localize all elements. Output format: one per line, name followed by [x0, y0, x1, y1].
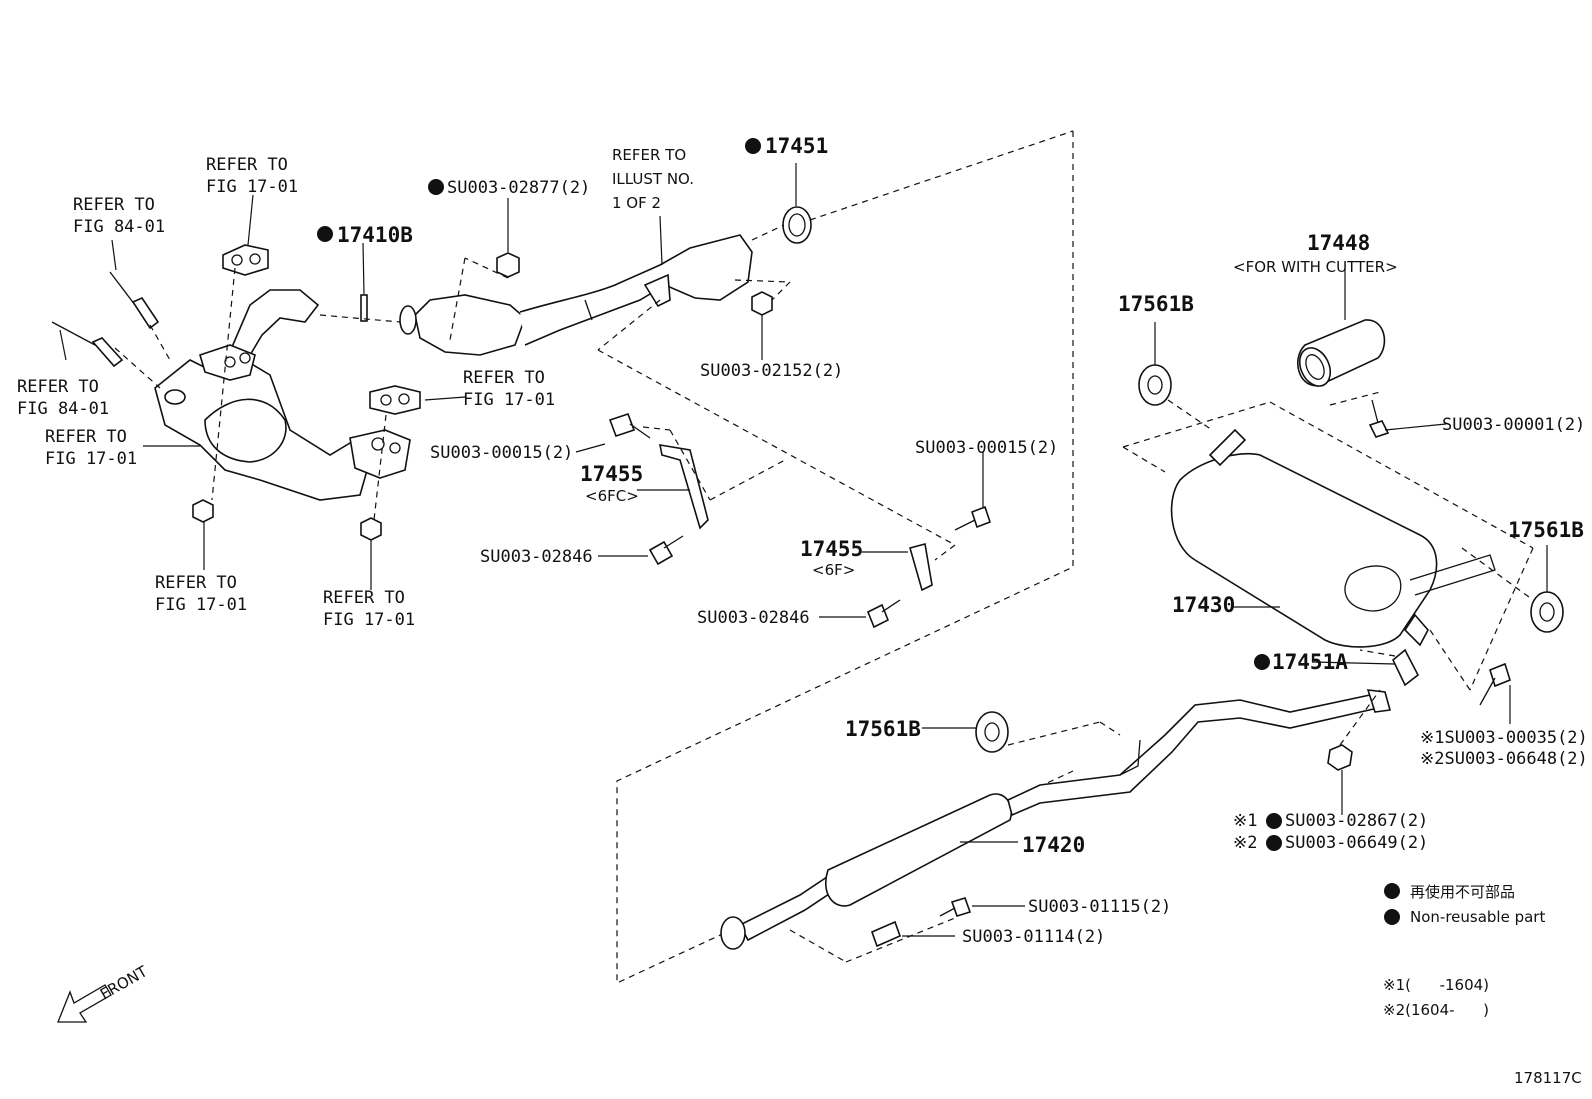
callout-su003-02867: SU003-02867(2)	[1285, 811, 1428, 831]
refer-fig1701-top-line1: REFER TO	[206, 155, 288, 175]
callout-su003-02846-right: SU003-02846	[697, 608, 810, 628]
callout-17561b-mid: 17561B	[845, 717, 921, 741]
callout-su003-06649: SU003-06649(2)	[1285, 833, 1428, 853]
non-reusable-markers	[317, 138, 1400, 925]
refer-illust-line2: ILLUST NO.	[612, 170, 694, 188]
front-label: FRONT	[97, 962, 151, 1004]
muffler-17430	[1170, 428, 1496, 648]
figure-code: 178117C	[1514, 1069, 1582, 1087]
refer-illust-line3: 1 OF 2	[612, 194, 661, 212]
gasket-17451a	[1392, 648, 1420, 687]
manifold-gasket-mid	[369, 385, 421, 415]
callout-17455-6f: 17455	[800, 537, 863, 561]
exhaust-manifold	[154, 289, 411, 501]
oxygen-sensor-lower	[51, 321, 124, 368]
callout-17561b-top: 17561B	[1118, 292, 1194, 316]
callout-17455-6fc: 17455	[580, 462, 643, 486]
bolt-su003-00015-right	[954, 505, 992, 531]
callout-su003-02846-left: SU003-02846	[480, 547, 593, 567]
manifold-gasket-top	[222, 244, 269, 276]
oxygen-sensor-upper	[109, 271, 160, 330]
callout-su003-06648: ※2SU003-06648(2)	[1420, 749, 1588, 769]
callout-17410b: 17410B	[337, 223, 413, 247]
manifold-nut-right	[360, 517, 382, 541]
nut-su003-02877	[496, 252, 520, 278]
nut-su003-02867	[1327, 744, 1353, 771]
callout-su003-00035: ※1SU003-00035(2)	[1420, 728, 1588, 748]
callout-su003-00015-right: SU003-00015(2)	[915, 438, 1058, 458]
hanger-17561b-right	[1530, 591, 1564, 633]
legend-japanese: 再使用不可部品	[1410, 883, 1515, 901]
note-1: ※1( -1604)	[1383, 976, 1489, 994]
callout-su003-00001: SU003-00001(2)	[1442, 415, 1585, 435]
callout-17451a: 17451A	[1272, 650, 1348, 674]
connection-lines	[114, 130, 1534, 963]
bolt-su003-02846-right	[866, 599, 901, 629]
callout-su003-06649-prefix: ※2	[1233, 833, 1257, 853]
stud-su003-01114	[870, 920, 902, 948]
hanger-17561b-mid	[975, 711, 1009, 753]
callout-su003-01115: SU003-01115(2)	[1028, 897, 1171, 917]
manifold-nut-left	[192, 499, 214, 523]
callout-17451: 17451	[765, 134, 828, 158]
refer-fig1701-bl-line1: REFER TO	[155, 573, 237, 593]
leader-lines	[59, 163, 1548, 937]
refer-fig8401-a-line1: REFER TO	[73, 195, 155, 215]
stud-17410b	[360, 294, 368, 322]
legend-english: Non-reusable part	[1410, 908, 1545, 926]
bolt-su003-00035	[1479, 662, 1511, 706]
refer-fig1701-bm-line2: FIG 17-01	[323, 610, 415, 630]
refer-fig1701-top-line2: FIG 17-01	[206, 177, 298, 197]
tail-cutter-17448	[1296, 319, 1386, 387]
callout-17455-6fc-sub: <6FC>	[585, 487, 639, 505]
refer-fig1701-bm-line1: REFER TO	[323, 588, 405, 608]
bracket-17455-6f	[909, 543, 933, 592]
refer-fig1701-left-line1: REFER TO	[45, 427, 127, 447]
refer-fig8401-b-line2: FIG 84-01	[17, 399, 109, 419]
callout-17561b-right: 17561B	[1508, 518, 1584, 542]
refer-fig1701-mid-line2: FIG 17-01	[463, 390, 555, 410]
callout-su003-02152: SU003-02152(2)	[700, 361, 843, 381]
refer-fig8401-b-line1: REFER TO	[17, 377, 99, 397]
nut-su003-02152	[751, 291, 773, 316]
callout-su003-02867-prefix: ※1	[1233, 811, 1257, 831]
hanger-17561b-top	[1138, 364, 1172, 406]
callout-17420: 17420	[1022, 833, 1085, 857]
gasket-17451	[782, 206, 812, 244]
refer-illust-line1: REFER TO	[612, 146, 686, 164]
callout-su003-01114: SU003-01114(2)	[962, 927, 1105, 947]
refer-fig1701-mid-line1: REFER TO	[463, 368, 545, 388]
front-arrow-icon	[57, 984, 112, 1023]
bolt-su003-02846-left	[648, 535, 684, 566]
callout-17430: 17430	[1172, 593, 1235, 617]
callout-17448-sub: <FOR WITH CUTTER>	[1233, 258, 1398, 276]
note-2: ※2(1604- )	[1383, 1001, 1489, 1019]
callout-su003-02877: SU003-02877(2)	[447, 178, 590, 198]
front-exhaust-pipe	[399, 234, 753, 356]
callout-17448: 17448	[1307, 231, 1370, 255]
refer-fig1701-left-line2: FIG 17-01	[45, 449, 137, 469]
refer-fig1701-bl-line2: FIG 17-01	[155, 595, 247, 615]
bolt-su003-01115	[939, 897, 972, 917]
bolt-su003-00015-left	[608, 412, 651, 439]
center-pipe-17420	[720, 689, 1392, 950]
screw-su003-00001	[1368, 399, 1390, 438]
callout-su003-00015-left: SU003-00015(2)	[430, 443, 573, 463]
bracket-17455-6fc	[658, 444, 709, 530]
labels: 17451 17410B SU003-02877(2) REFER TO ILL…	[17, 134, 1588, 1087]
callout-17455-6f-sub: <6F>	[812, 561, 855, 579]
refer-fig8401-a-line2: FIG 84-01	[73, 217, 165, 237]
